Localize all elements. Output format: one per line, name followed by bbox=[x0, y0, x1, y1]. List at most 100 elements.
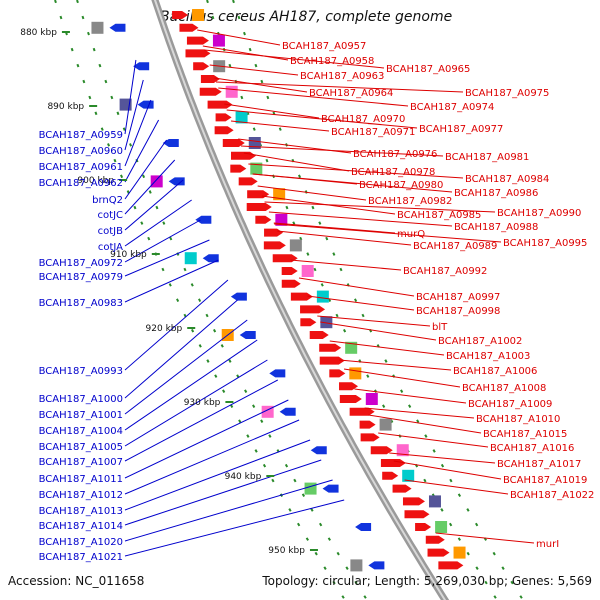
forward-gene-arrow bbox=[172, 11, 189, 19]
reverse-gene-arrow bbox=[310, 446, 327, 455]
right-label-leader bbox=[209, 64, 299, 76]
forward-gene-arrow bbox=[370, 446, 393, 455]
right-gene-label: blT bbox=[432, 322, 448, 333]
kbp-tick-label: 950 kbp bbox=[268, 546, 305, 556]
gene-annotation-block bbox=[273, 188, 286, 201]
reverse-gene-arrow bbox=[322, 484, 339, 493]
right-label-leader bbox=[273, 222, 396, 234]
forward-gene-arrow bbox=[392, 484, 412, 493]
forward-gene-arrow bbox=[230, 164, 247, 173]
right-label-leader bbox=[298, 277, 415, 297]
right-label-leader bbox=[435, 532, 535, 544]
forward-gene-arrow bbox=[359, 420, 376, 429]
right-label-leader bbox=[404, 479, 509, 495]
forward-gene-arrow bbox=[380, 459, 406, 467]
gene-annotation-block bbox=[289, 239, 302, 252]
left-gene-label: BCAH187_A0983 bbox=[39, 298, 123, 309]
right-label-leader bbox=[248, 163, 464, 179]
right-label-leader bbox=[307, 295, 415, 311]
right-gene-label: BCAH187_A1019 bbox=[503, 475, 587, 486]
gene-annotation-block bbox=[184, 252, 197, 265]
left-label-leader bbox=[124, 279, 229, 371]
forward-gene-arrow bbox=[427, 548, 450, 557]
right-label-leader bbox=[226, 109, 418, 129]
left-label-leader bbox=[124, 299, 238, 399]
reverse-gene-arrow bbox=[162, 139, 179, 147]
right-label-leader bbox=[218, 87, 409, 107]
forward-gene-arrow bbox=[200, 75, 220, 83]
left-gene-label: BCAH187_A1014 bbox=[39, 521, 123, 532]
right-gene-label: BCAH187_A1003 bbox=[446, 351, 530, 362]
left-label-leader bbox=[124, 499, 345, 557]
right-gene-label: BCAH187_A0976 bbox=[353, 149, 437, 160]
left-gene-label: BCAH187_A1021 bbox=[39, 552, 123, 563]
gene-annotation-block bbox=[304, 482, 317, 495]
gene-annotation-block bbox=[396, 444, 409, 457]
gene-annotation-block bbox=[435, 521, 448, 533]
right-gene-label: BCAH187_A0981 bbox=[445, 152, 529, 163]
right-label-leader bbox=[329, 340, 445, 356]
left-gene-label: BCAH187_A1020 bbox=[39, 537, 123, 548]
left-gene-label: brnQ2 bbox=[92, 195, 123, 206]
forward-gene-arrow bbox=[215, 113, 232, 122]
right-label-leader bbox=[343, 368, 461, 388]
forward-gene-arrow bbox=[309, 331, 329, 339]
left-gene-label: BCAH187_A0979 bbox=[39, 272, 123, 283]
reverse-gene-arrow bbox=[109, 23, 126, 32]
right-gene-label: murQ bbox=[397, 229, 425, 240]
left-label-leader bbox=[124, 359, 268, 447]
reverse-gene-arrow bbox=[269, 369, 286, 378]
forward-gene-arrow bbox=[425, 535, 445, 544]
forward-gene-arrow bbox=[272, 254, 298, 263]
forward-gene-arrow bbox=[349, 407, 375, 416]
left-label-leader bbox=[124, 159, 176, 215]
right-gene-label: BCAH187_A0970 bbox=[321, 114, 405, 125]
right-gene-label: BCAH187_A0957 bbox=[282, 41, 366, 52]
right-label-leader bbox=[393, 460, 502, 480]
forward-gene-arrow bbox=[415, 523, 432, 531]
right-label-leader bbox=[290, 259, 402, 271]
kbp-tick-label: 910 kbp bbox=[110, 250, 147, 260]
forward-gene-arrow bbox=[222, 139, 245, 147]
forward-gene-arrow bbox=[300, 305, 326, 314]
left-gene-label: BCAH187_A1012 bbox=[39, 490, 123, 501]
forward-gene-arrow bbox=[438, 561, 464, 570]
inner-dotted-ring-right bbox=[206, 0, 498, 600]
right-label-leader bbox=[274, 223, 502, 243]
kbp-tick-label: 930 kbp bbox=[184, 398, 221, 408]
right-gene-label: BCAH187_A1015 bbox=[483, 429, 567, 440]
right-label-leader bbox=[317, 315, 431, 327]
left-label-leader bbox=[124, 479, 333, 542]
right-label-leader bbox=[252, 173, 453, 193]
forward-gene-arrow bbox=[263, 241, 286, 250]
kbp-tick-label: 900 kbp bbox=[77, 176, 114, 186]
kbp-tick-label: 940 kbp bbox=[225, 472, 262, 482]
left-label-leader bbox=[124, 219, 201, 263]
gene-annotation-block bbox=[428, 495, 441, 508]
inner-dotted-ring-left bbox=[76, 0, 368, 600]
outer-dotted-ring-right bbox=[232, 0, 524, 600]
forward-gene-arrow bbox=[231, 151, 257, 160]
right-label-leader bbox=[214, 77, 308, 93]
right-label-leader bbox=[257, 185, 367, 201]
forward-gene-arrow bbox=[339, 382, 359, 391]
gene-annotation-block bbox=[212, 34, 225, 47]
forward-gene-arrow bbox=[281, 279, 301, 288]
right-gene-label: BCAH187_A0971 bbox=[331, 127, 415, 138]
reverse-gene-arrow bbox=[279, 407, 296, 416]
right-gene-label: BCAH187_A1002 bbox=[438, 336, 522, 347]
gene-annotation-block bbox=[320, 316, 333, 329]
right-gene-label: BCAH187_A1009 bbox=[468, 399, 552, 410]
gene-annotation-block bbox=[453, 546, 466, 559]
left-label-leader bbox=[124, 319, 248, 415]
right-gene-label: BCAH187_A0978 bbox=[351, 167, 435, 178]
right-label-leader bbox=[354, 388, 467, 404]
forward-gene-arrow bbox=[179, 23, 199, 32]
right-label-leader bbox=[197, 29, 281, 46]
right-label-leader bbox=[378, 432, 489, 448]
right-gene-label: BCAH187_A0958 bbox=[290, 56, 374, 67]
left-label-leader bbox=[124, 239, 210, 277]
right-label-leader bbox=[204, 49, 385, 69]
reverse-gene-arrow bbox=[168, 177, 185, 186]
right-gene-label: BCAH187_A0965 bbox=[386, 64, 470, 75]
